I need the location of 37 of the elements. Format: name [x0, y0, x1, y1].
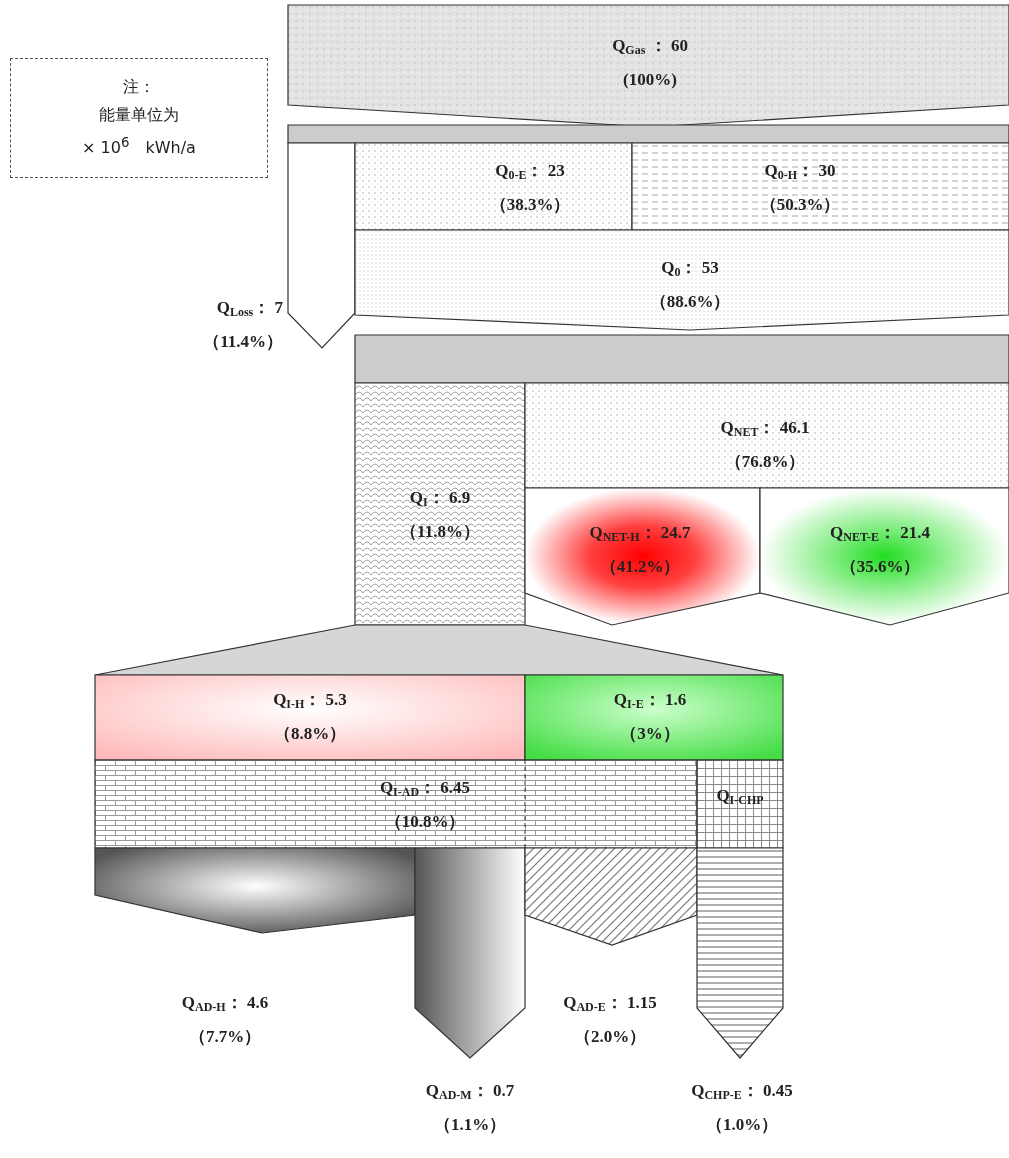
value-label: Q$_{I}$： 6.9: [409, 487, 471, 511]
percentage-label: （41.2%）: [599, 556, 681, 578]
value-label: Q$_{AD-H}$： 4.6: [181, 992, 269, 1016]
percentage-label: （7.7%）: [188, 1026, 262, 1048]
value-label: Q$_{I-H}$： 5.3: [273, 689, 347, 713]
note-text: 能量单位为: [99, 104, 179, 127]
percentage-label: （1.0%）: [705, 1114, 779, 1136]
percentage-label: （38.3%）: [489, 194, 571, 216]
value-label: Q$_{NET-E}$： 21.4: [830, 522, 930, 546]
percentage-label: (100%): [623, 69, 677, 91]
value-label: Q$_{CHP-E}$： 0.45: [691, 1080, 793, 1104]
note-text: 注：: [123, 76, 155, 99]
percentage-label: （35.6%）: [839, 556, 921, 578]
value-label: Q$_{I-E}$： 1.6: [613, 689, 687, 713]
value-label: Q$_{I-AD}$： 6.45: [379, 777, 471, 801]
value-label: Q$_{AD-M}$： 0.7: [425, 1080, 515, 1104]
note-box: [10, 58, 268, 178]
value-label: Q$_{0-E}$： 23: [495, 160, 565, 184]
percentage-label: （2.0%）: [573, 1026, 647, 1048]
value-label: Q$_{0}$： 53: [661, 257, 719, 281]
value-label: Q$_{Gas}$ ： 60: [612, 35, 688, 59]
value-label: Q$_{Loss}$： 7: [216, 297, 283, 321]
percentage-label: （76.8%）: [724, 451, 806, 473]
percentage-label: （3%）: [620, 723, 680, 745]
percentage-label: （50.3%）: [759, 194, 841, 216]
value-label: Q$_{I-CHP}$: [716, 785, 764, 809]
value-label: Q$_{NET-H}$： 24.7: [589, 522, 691, 546]
percentage-label: （1.1%）: [433, 1114, 507, 1136]
percentage-label: （11.8%）: [400, 521, 480, 543]
value-label: Q$_{NET}$： 46.1: [720, 417, 810, 441]
percentage-label: （11.4%）: [203, 331, 283, 353]
percentage-label: （8.8%）: [273, 723, 347, 745]
percentage-label: （88.6%）: [649, 291, 731, 313]
value-label: Q$_{AD-E}$： 1.15: [563, 992, 657, 1016]
percentage-label: （10.8%）: [384, 811, 466, 833]
note-text: × 10$^{6}$ kWh/a: [82, 134, 196, 160]
value-label: Q$_{0-H}$： 30: [764, 160, 836, 184]
